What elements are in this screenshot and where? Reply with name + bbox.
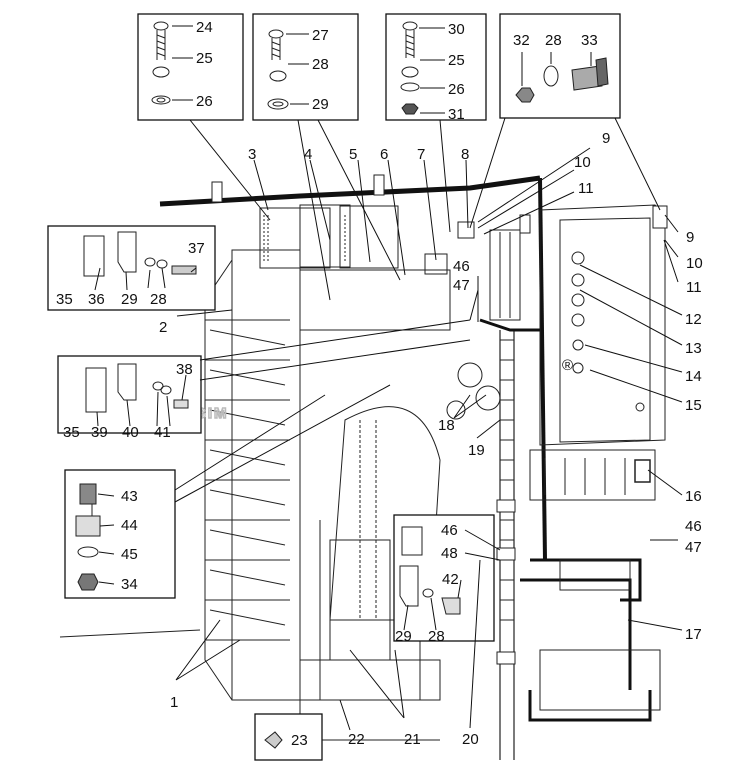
callout-29b: 29 [121,291,138,308]
callout-28b: 28 [545,32,562,49]
callout-7: 7 [417,146,425,163]
callout-28d: 28 [428,628,445,645]
callout-1: 1 [170,694,178,711]
callout-13: 13 [685,340,702,357]
callout-11b: 11 [686,279,702,296]
callout-26a: 26 [196,93,213,110]
callout-9a: 9 [602,130,610,147]
terminal-panels [259,204,448,275]
callout-26b: 26 [448,81,465,98]
callout-47a: 47 [685,539,702,556]
callout-28a: 28 [312,56,329,73]
relay-block [529,449,656,501]
center-board [299,269,501,701]
callout-43: 43 [121,488,138,505]
callout-24: 24 [196,19,213,36]
callout-46a: 46 [685,518,702,535]
callout-20: 20 [462,731,479,748]
inset-box-30-31 [385,13,487,121]
callout-33: 33 [581,32,598,49]
callout-25a: 25 [196,50,213,67]
inset-box-46-48 [393,514,495,642]
callout-38: 38 [176,361,193,378]
inset-box-35-37 [47,225,216,311]
callout-3: 3 [248,146,256,163]
callout-17: 17 [685,626,702,643]
callout-16: 16 [685,488,702,505]
callout-44: 44 [121,517,138,534]
callout-27: 27 [312,27,329,44]
inset-box-24-26 [137,13,244,121]
callout-23: 23 [291,732,308,749]
callout-2: 2 [159,319,167,336]
callout-46b: 46 [453,258,470,275]
callout-40: 40 [122,424,139,441]
callout-29a: 29 [312,96,329,113]
callout-25b: 25 [448,52,465,69]
callout-32: 32 [513,32,530,49]
callout-8: 8 [461,146,469,163]
watermark: BIM ® [194,357,573,423]
callout-28c: 28 [150,291,167,308]
callout-41: 41 [154,424,171,441]
leader-lines [94,25,683,731]
callout-19: 19 [468,442,485,459]
callout-18: 18 [438,417,455,434]
callout-12: 12 [685,311,702,328]
callout-5: 5 [349,146,357,163]
callout-45: 45 [121,546,138,563]
callout-11a: 11 [578,180,594,197]
callout-42: 42 [442,571,459,588]
inset-box-32-33 [499,13,621,119]
callout-31: 31 [448,106,465,123]
callout-37: 37 [188,240,205,257]
callout-35a: 35 [56,291,73,308]
callout-47b: 47 [453,277,470,294]
callout-9b: 9 [686,229,694,246]
inset-box-23 [254,713,323,761]
callout-15: 15 [685,397,702,414]
callout-14: 14 [685,368,702,385]
callout-6: 6 [380,146,388,163]
heatsink-stack [204,249,301,701]
callout-35b: 35 [63,424,80,441]
callout-34: 34 [121,576,138,593]
callout-22: 22 [348,731,365,748]
watermark-text: BIM [195,405,229,422]
callout-21: 21 [404,731,421,748]
right-cabinet [489,204,666,446]
inset-box-27-29 [252,13,359,121]
callout-39: 39 [91,424,108,441]
callout-29c: 29 [395,628,412,645]
callout-36: 36 [88,291,105,308]
callout-10a: 10 [574,154,591,171]
callout-4: 4 [304,146,312,163]
callout-30: 30 [448,21,465,38]
watermark-registered-mark: ® [562,357,573,374]
inset-box-43-34 [64,469,176,599]
callout-46c: 46 [441,522,458,539]
callout-10b: 10 [686,255,703,272]
callout-48: 48 [441,545,458,562]
